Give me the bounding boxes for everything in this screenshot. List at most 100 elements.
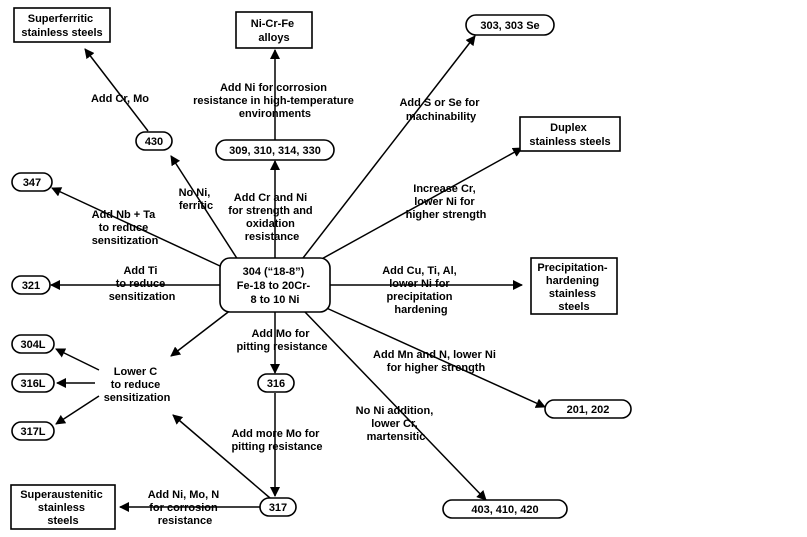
label-line: for strength and [228,205,312,217]
node-superaust-line: steels [47,515,78,527]
node-304-line: Fe-18 to 20Cr- [237,280,311,292]
node-superferritic: Superferritic stainless steels [13,7,111,43]
label-to-403: No Ni addition, lower Cr, martensitic [356,405,437,443]
label-line: hardening [394,304,447,316]
node-precip-line: stainless [549,288,596,300]
node-321: 321 [11,275,51,295]
label-line: environments [239,108,311,120]
label-line: Add Ni, Mo, N [148,489,220,501]
node-316l-label: 316L [20,378,45,390]
edges [50,35,546,512]
label-line: to reduce [116,278,166,290]
node-superaust-line: Superaustenitic [20,489,103,501]
node-403-label: 403, 410, 420 [471,504,538,516]
label-line: sensitization [104,392,171,404]
node-304-line: 304 (“18-8”) [243,266,305,278]
label-line: resistance [245,231,299,243]
label-line: sensitization [109,291,176,303]
label-line: higher strength [406,209,487,221]
edge-labels: Add Cr, Mo Add Ni for corrosion resistan… [91,82,499,527]
label-line: Increase Cr, [413,183,475,195]
node-precipitation-hardening: Precipitation- hardening stainless steel… [530,257,618,315]
label-to-347: Add Nb + Ta to reduce sensitization [92,209,159,247]
node-304-center: 304 (“18-8”) Fe-18 to 20Cr- 8 to 10 Ni [219,257,331,313]
node-duplex-line: Duplex [550,122,588,134]
label-line: Add Cr, Mo [91,93,149,105]
label-to-201: Add Mn and N, lower Ni for higher streng… [373,349,499,374]
edge-lowc-to-317l [55,395,100,425]
node-317: 317 [259,497,297,517]
label-line: oxidation [246,218,295,230]
edge-center-to-201 [321,305,546,408]
node-309-label: 309, 310, 314, 330 [229,145,321,157]
label-line: Add Ti [123,265,157,277]
edge-317-to-lowc [172,414,271,499]
node-superaust-line: stainless [38,502,85,514]
label-lower-c: Lower C to reduce sensitization [104,366,171,404]
node-304-line: 8 to 10 Ni [251,294,300,306]
label-line: Add Ni for corrosion [220,82,327,94]
node-309: 309, 310, 314, 330 [215,139,335,161]
node-superferritic-label: Superferritic stainless steels [21,13,102,39]
node-duplex-line: stainless steels [529,136,610,148]
label-line: resistance [158,515,212,527]
node-304l: 304L [11,334,55,354]
label-line: for corrosion [149,502,218,514]
label-line: pitting resistance [236,341,327,353]
node-430: 430 [135,131,173,151]
node-347-label: 347 [23,177,41,189]
node-precip-line: hardening [546,275,599,287]
node-precip-line: Precipitation- [537,262,608,274]
node-duplex-label: Duplex stainless steels [529,122,610,148]
node-nicrfe-line: alloys [258,32,289,44]
label-line: Add Mn and N, lower Ni [373,349,496,361]
node-304l-label: 304L [20,339,45,351]
node-superaustenitic: Superaustenitic stainless steels [10,484,116,530]
label-line: ferritic [179,200,213,212]
edge-center-to-347 [51,187,221,267]
node-430-label: 430 [145,136,163,148]
label-to-309: Add Cr and Ni for strength and oxidation… [228,192,315,243]
node-superferritic-line: stainless steels [21,27,102,39]
node-superaust-label: Superaustenitic stainless steels [20,489,106,527]
label-line: Add more Mo for [231,428,320,440]
label-line: for higher strength [387,362,486,374]
node-316l: 316L [11,373,55,393]
label-line: Add Mo for [251,328,310,340]
node-precip-label: Precipitation- hardening stainless steel… [537,262,610,313]
label-line: pitting resistance [231,441,322,453]
label-line: Lower C [114,366,157,378]
label-to-430: No Ni, ferritic [179,187,214,212]
label-line: machinability [406,111,477,123]
node-superferritic-line: Superferritic [28,13,93,25]
node-nicrfe: Ni-Cr-Fe alloys [235,11,313,49]
label-to-321: Add Ti to reduce sensitization [109,265,176,303]
label-line: Add Cr and Ni [234,192,307,204]
node-precip-line: steels [558,301,589,313]
edge-center-to-303 [302,35,476,259]
label-line: lower Cr, [371,418,417,430]
node-nicrfe-label: Ni-Cr-Fe alloys [251,18,297,44]
edge-center-to-lowc [170,305,237,357]
node-duplex: Duplex stainless steels [519,116,621,152]
node-304-label: 304 (“18-8”) Fe-18 to 20Cr- 8 to 10 Ni [237,266,313,306]
label-line: No Ni, [179,187,211,199]
label-line: to reduce [111,379,161,391]
label-line: lower Ni for [414,196,475,208]
label-line: Add Nb + Ta [92,209,157,221]
label-line: martensitic [367,431,426,443]
label-line: sensitization [92,235,159,247]
node-316-label: 316 [267,378,285,390]
node-316: 316 [257,373,295,393]
label-to-superferritic: Add Cr, Mo [91,93,149,105]
node-321-label: 321 [22,280,40,292]
node-317l: 317L [11,421,55,441]
node-303-label: 303, 303 Se [480,20,539,32]
label-line: resistance in high-temperature [193,95,354,107]
label-to-precip: Add Cu, Ti, Al, lower Ni for precipitati… [382,265,460,316]
node-303: 303, 303 Se [465,14,555,36]
label-to-duplex: Increase Cr, lower Ni for higher strengt… [406,183,487,221]
label-line: Add S or Se for [399,97,480,109]
label-to-303: Add S or Se for machinability [399,97,482,123]
node-317-label: 317 [269,502,287,514]
